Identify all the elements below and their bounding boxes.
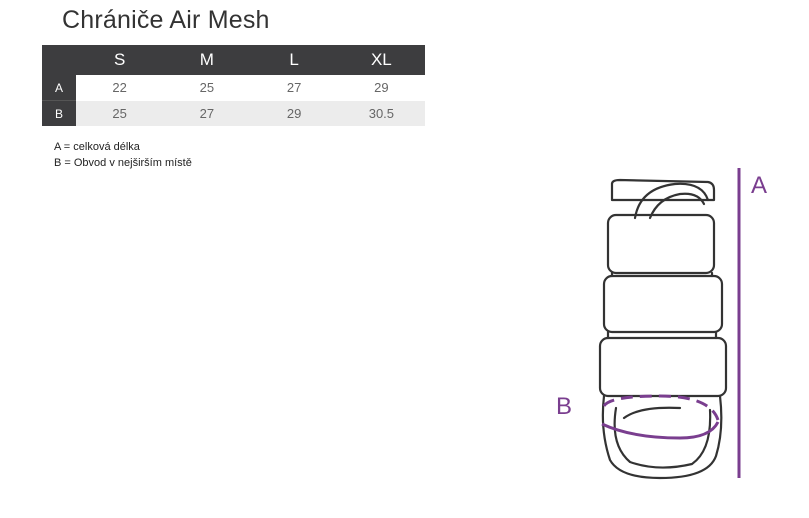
header-size-m: M	[163, 45, 251, 75]
boot-strap-lower	[598, 336, 728, 398]
cell-b-xl: 30.5	[337, 100, 425, 126]
cell-b-s: 25	[76, 100, 164, 126]
measure-ellipse-b-front	[601, 421, 720, 440]
boot-top-loop	[633, 182, 710, 220]
measure-ellipse-b	[602, 394, 720, 421]
cell-a-s: 22	[76, 75, 164, 101]
table-row: A 22 25 27 29	[42, 75, 425, 101]
header-size-xl: XL	[337, 45, 425, 75]
legend: A = celková délka B = Obvod v nejširším …	[54, 139, 192, 171]
legend-a: A = celková délka	[54, 141, 140, 153]
row-label-b: B	[42, 100, 76, 126]
boot-diagram	[598, 168, 741, 480]
cell-a-m: 25	[163, 75, 251, 101]
table-row: B 25 27 29 30.5	[42, 100, 425, 126]
boot-top-cuff	[610, 178, 716, 202]
diagram-label-a: A	[751, 172, 768, 199]
diagram-label-b: B	[556, 393, 573, 420]
size-table-header: S M L XL	[42, 45, 425, 75]
legend-b: B = Obvod v nejširším místě	[54, 157, 192, 169]
page-title: Chrániče Air Mesh	[62, 6, 270, 34]
boot-strap-upper	[606, 213, 716, 275]
size-table: S M L XL A 22 25 27 29 B 25 27 29 30.5	[42, 45, 425, 126]
cell-a-xl: 29	[337, 75, 425, 101]
cell-b-l: 29	[250, 100, 338, 126]
boot-strap-middle	[602, 274, 724, 334]
cell-a-l: 27	[250, 75, 338, 101]
row-label-a: A	[42, 75, 76, 101]
cell-b-m: 27	[163, 100, 251, 126]
header-size-l: L	[250, 45, 338, 75]
header-corner	[42, 45, 76, 75]
header-size-s: S	[76, 45, 164, 75]
boot-bottom-shell	[601, 394, 723, 480]
